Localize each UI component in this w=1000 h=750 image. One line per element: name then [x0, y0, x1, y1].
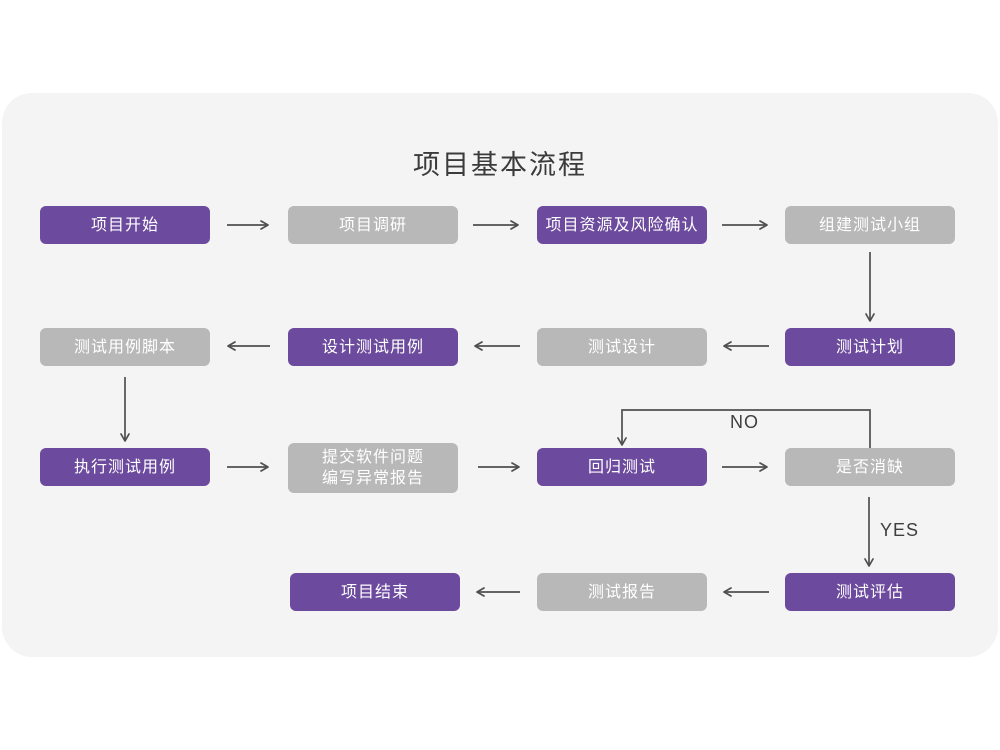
node-label: 项目结束 [340, 583, 409, 601]
node-label: 项目开始 [90, 216, 159, 234]
node-project-end: 项目结束 [290, 573, 460, 611]
node-test-case-script: 测试用例脚本 [40, 328, 210, 366]
node-build-test-team: 组建测试小组 [785, 206, 955, 244]
node-label: 测试用例脚本 [73, 338, 176, 356]
diagram-title: 项目基本流程 [413, 150, 587, 180]
node-resource-risk: 项目资源及风险确认 [537, 206, 707, 244]
node-defect-cleared: 是否消缺 [785, 448, 955, 486]
node-label: 是否消缺 [835, 458, 904, 476]
node-execute-test-case: 执行测试用例 [40, 448, 210, 486]
node-label: 项目资源及风险确认 [545, 216, 699, 234]
node-project-research: 项目调研 [288, 206, 458, 244]
node-label: 测试评估 [835, 583, 904, 601]
node-label: 测试报告 [587, 583, 656, 601]
node-test-report: 测试报告 [537, 573, 707, 611]
yes-branch-label: YES [880, 520, 920, 540]
node-label: 项目调研 [338, 216, 407, 234]
node-test-plan: 测试计划 [785, 328, 955, 366]
node-label: 测试设计 [587, 338, 656, 356]
node-regression-test: 回归测试 [537, 448, 707, 486]
node-label: 执行测试用例 [73, 458, 176, 476]
node-label: 测试计划 [835, 338, 904, 356]
node-project-start: 项目开始 [40, 206, 210, 244]
node-label: 回归测试 [587, 458, 656, 476]
node-design-test-case: 设计测试用例 [288, 328, 458, 366]
node-submit-issue: 提交软件问题 编写异常报告 [288, 443, 458, 493]
node-test-design: 测试设计 [537, 328, 707, 366]
node-label: 组建测试小组 [818, 216, 921, 234]
flowchart-card [2, 93, 998, 657]
node-label-line2: 编写异常报告 [321, 470, 424, 487]
node-label: 设计测试用例 [321, 338, 424, 356]
no-branch-label: NO [730, 412, 759, 432]
node-test-evaluate: 测试评估 [785, 573, 955, 611]
node-label-line1: 提交软件问题 [321, 449, 424, 466]
